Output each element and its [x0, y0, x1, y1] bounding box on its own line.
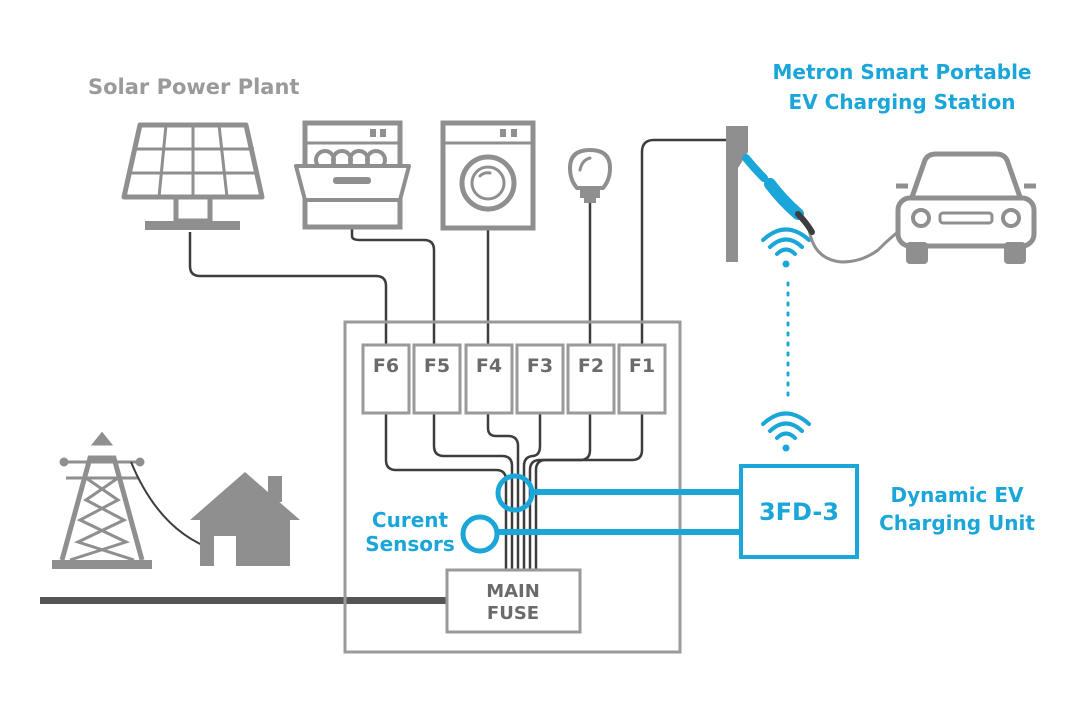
- power-tower-icon: [52, 431, 216, 569]
- solar-panel-icon: [121, 122, 265, 230]
- current-sensors-label-1: Curent: [372, 508, 449, 532]
- charging-unit-label-2: Charging Unit: [879, 511, 1035, 535]
- cable-f5-main: [432, 412, 514, 570]
- current-sensors-label-2: Sensors: [365, 532, 455, 556]
- current-sensor-upper: [495, 473, 535, 513]
- wifi-icon: [761, 227, 811, 268]
- cable-f3-main: [522, 412, 542, 570]
- feed-to-main: [420, 597, 448, 604]
- sensor-line-upper: [533, 489, 741, 495]
- cable-charger: [640, 138, 726, 358]
- fuse-f5[interactable]: F5: [412, 343, 462, 415]
- charging-unit-model: 3FD-3: [759, 498, 839, 526]
- fuse-f5-label: F5: [424, 355, 450, 377]
- ground-line: [40, 597, 450, 604]
- solar-power-plant-label: Solar Power Plant: [88, 75, 299, 99]
- current-sensor-lower: [460, 514, 500, 554]
- charging-unit-label-1: Dynamic EV: [890, 483, 1024, 507]
- cable-f6-main: [384, 412, 508, 570]
- ev-station-label-1: Metron Smart Portable: [772, 60, 1031, 84]
- main-fuse-label-2: FUSE: [487, 603, 539, 624]
- fuse-f6[interactable]: F6: [361, 343, 411, 415]
- grid-feed: [40, 597, 450, 604]
- sensor-line-lower: [497, 529, 741, 535]
- washing-machine-icon: [440, 120, 536, 231]
- cable-dishwasher: [350, 228, 436, 358]
- charging-unit[interactable]: 3FD-3: [739, 464, 859, 559]
- fuse-f1[interactable]: F1: [617, 343, 667, 415]
- car-icon: [895, 151, 1037, 264]
- fuse-f2-label: F2: [578, 355, 604, 377]
- ev-station-label-2: EV Charging Station: [789, 90, 1016, 114]
- fuse-f3-label: F3: [527, 355, 553, 377]
- main-fuse-label-1: MAIN: [486, 581, 540, 602]
- fuse-f3[interactable]: F3: [515, 343, 565, 415]
- dishwasher-icon: [294, 120, 411, 230]
- wifi-icon: [761, 411, 811, 452]
- sensor-links: [460, 473, 741, 554]
- cable-solar: [188, 232, 388, 358]
- fuse-f2[interactable]: F2: [566, 343, 616, 415]
- house-icon: [190, 472, 300, 566]
- cable-f1-main: [534, 412, 644, 570]
- fuse-row: F6 F5 F4 F3 F2 F1: [361, 343, 667, 415]
- light-bulb-icon: [568, 148, 612, 203]
- fuse-f4-label: F4: [476, 355, 502, 377]
- distribution-board: [343, 320, 682, 654]
- fuse-f1-label: F1: [629, 355, 655, 377]
- fuse-f6-label: F6: [373, 355, 399, 377]
- fuse-f4[interactable]: F4: [464, 343, 514, 415]
- ev-charger-icon: [726, 126, 899, 264]
- cables: [188, 138, 726, 570]
- cable-f4-main: [486, 412, 520, 570]
- main-fuse[interactable]: MAIN FUSE: [445, 568, 582, 634]
- wireless-link: [761, 227, 811, 452]
